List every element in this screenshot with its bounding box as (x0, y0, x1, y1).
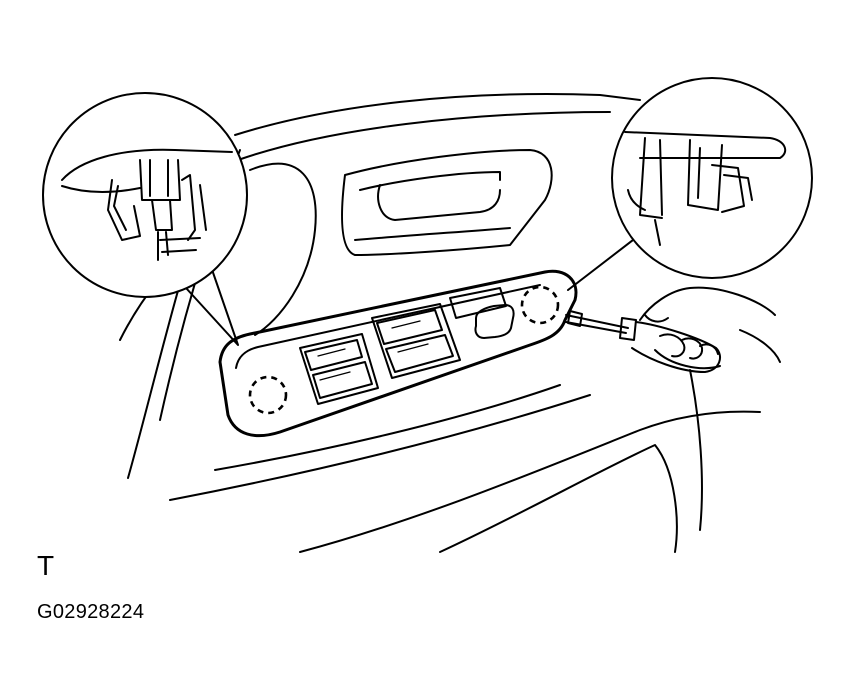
screwdriver-and-hand (565, 286, 781, 373)
inner-door-handle (341, 149, 553, 256)
right-clip-detail-callout (567, 77, 813, 291)
power-window-switch-assembly (218, 269, 578, 438)
view-marker-label: T (37, 550, 55, 581)
figure-code-label: G02928224 (37, 601, 145, 623)
clip-location-right (520, 285, 560, 325)
clip-location-left (248, 375, 288, 415)
left-clip-detail-callout (42, 92, 248, 346)
